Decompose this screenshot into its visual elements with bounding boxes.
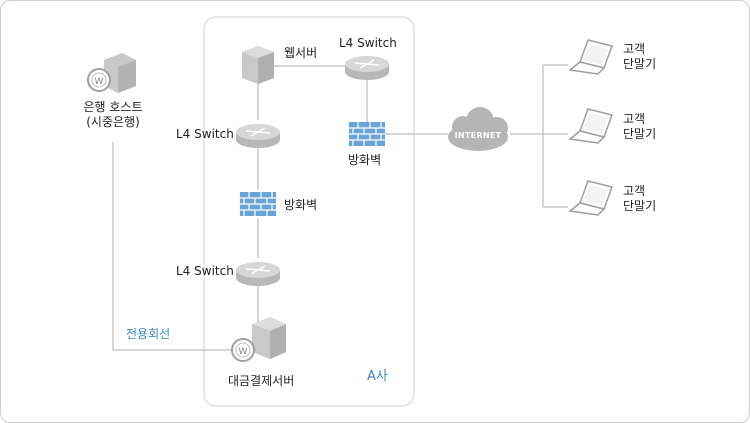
l4-switch-mid-label: L4 Switch <box>176 127 234 141</box>
line-dedicated <box>112 142 232 351</box>
client-2-laptop-icon <box>568 108 613 144</box>
l4-switch-mid-icon <box>236 124 280 148</box>
bank-host-label-line2: (시중은행) <box>86 115 140 129</box>
client-1-label-line2: 단말기 <box>623 57 657 71</box>
web-server-icon <box>242 46 274 84</box>
internet-cloud-icon: INTERNET <box>448 107 508 151</box>
client-1-label: 고객 단말기 <box>623 42 656 72</box>
client-1-laptop-icon <box>568 39 613 75</box>
bank-host-label: 은행 호스트 (시중은행) <box>83 100 142 130</box>
zone-label: A사 <box>367 369 388 384</box>
l4-switch-bottom-label: L4 Switch <box>176 264 234 278</box>
svg-text:W: W <box>239 347 248 357</box>
l4-switch-bottom-icon <box>236 262 280 286</box>
web-server-label: 웹서버 <box>284 46 318 60</box>
svg-text:W: W <box>95 77 104 87</box>
client-3-label-line2: 단말기 <box>623 199 657 213</box>
client-3-label: 고객 단말기 <box>623 184 656 214</box>
bank-host-label-line1: 은행 호스트 <box>83 100 143 114</box>
payment-server-icon: W <box>231 317 286 362</box>
client-2-label-line2: 단말기 <box>623 127 657 141</box>
connection-lines <box>112 64 568 351</box>
bank-host-server-icon: W <box>87 53 136 93</box>
firewall-mid-label: 방화벽 <box>284 198 318 212</box>
l4-switch-top-label: L4 Switch <box>339 36 397 50</box>
client-2-label-line1: 고객 <box>623 112 646 126</box>
firewall-right-label: 방화벽 <box>348 153 382 167</box>
dedicated-line-label: 전용회선 <box>126 327 171 341</box>
l4-switch-top-icon <box>345 56 389 80</box>
client-3-label-line1: 고객 <box>623 184 646 198</box>
client-3-laptop-icon <box>568 180 613 216</box>
internet-label: INTERNET <box>455 131 502 140</box>
firewall-right-icon <box>349 122 385 146</box>
client-2-label: 고객 단말기 <box>623 112 656 142</box>
company-zone-box <box>203 16 415 407</box>
payment-server-label: 대금결제서버 <box>228 374 295 388</box>
client-1-label-line1: 고객 <box>623 42 646 56</box>
firewall-mid-icon <box>240 192 276 216</box>
